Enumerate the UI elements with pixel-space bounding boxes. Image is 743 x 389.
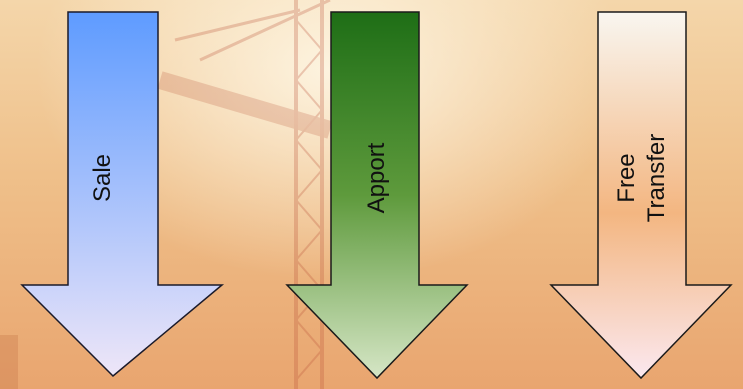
sale-label: Sale bbox=[88, 138, 118, 218]
apport-label: Apport bbox=[362, 128, 392, 228]
sale-arrow-shape bbox=[22, 12, 222, 376]
sale-arrow bbox=[20, 0, 224, 378]
free-transfer-label: Free Transfer bbox=[612, 118, 672, 238]
